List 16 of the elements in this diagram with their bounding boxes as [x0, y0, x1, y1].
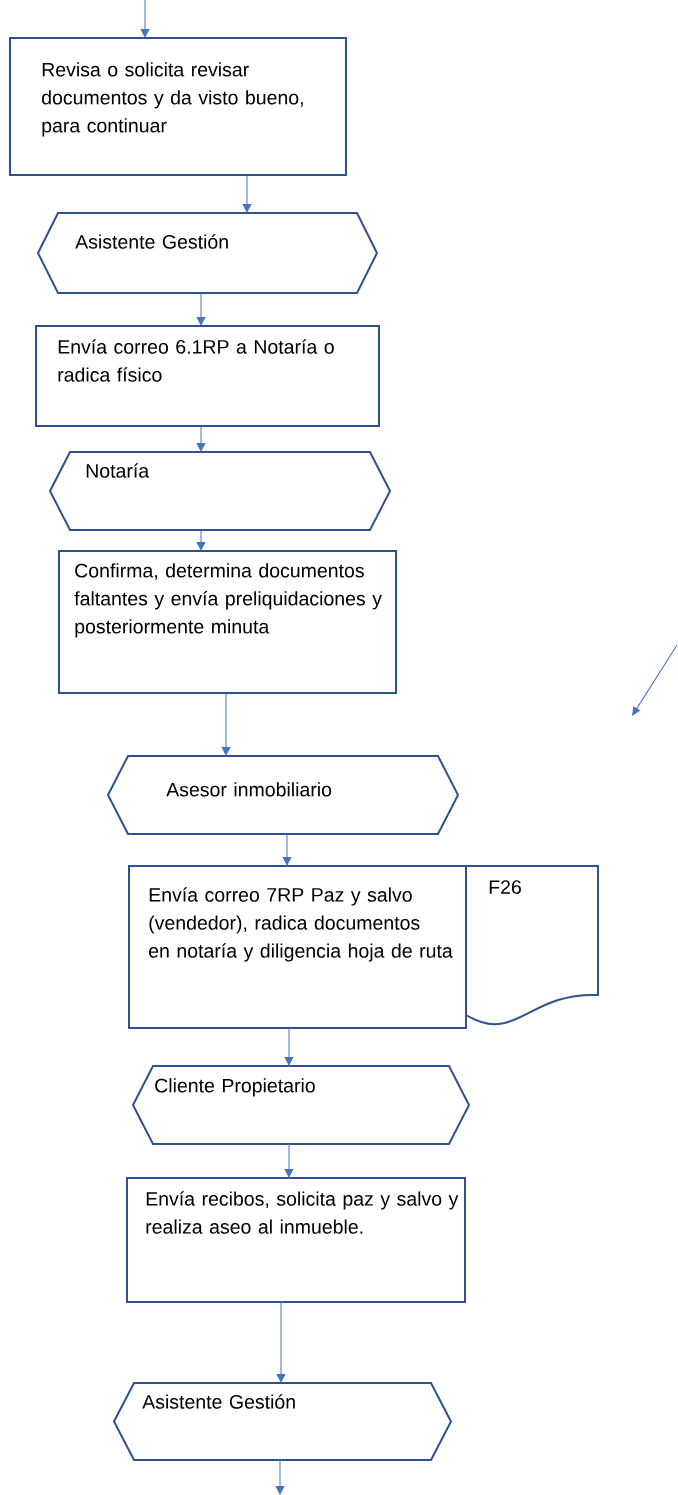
process-box: Confirma, determina documentos faltantes y envía preliquidaciones y posteriormente minuta [58, 550, 397, 694]
arrow [284, 1143, 294, 1178]
process-box: Envía recibos, solicita paz y salvo y realiza aseo al inmueble. [126, 1177, 466, 1303]
arrow [140, 0, 150, 38]
arrow [196, 425, 206, 452]
arrow [275, 1459, 285, 1495]
arrow [284, 1027, 294, 1066]
process-box: Revisa o solicita revisar documentos y da visto bueno, para continuar [9, 37, 347, 176]
arrow [196, 529, 206, 551]
process-box: Envía correo 6.1RP a Notaría o radica físico [35, 325, 380, 427]
arrow [196, 292, 206, 326]
arrow [282, 833, 292, 866]
arrow [221, 692, 231, 756]
arrow [276, 1301, 286, 1383]
process-box: Envía correo 7RP Paz y salvo (vendedor), radica documentos en notaría y diligencia hoja de ruta [128, 865, 467, 1029]
arrow [242, 174, 252, 213]
